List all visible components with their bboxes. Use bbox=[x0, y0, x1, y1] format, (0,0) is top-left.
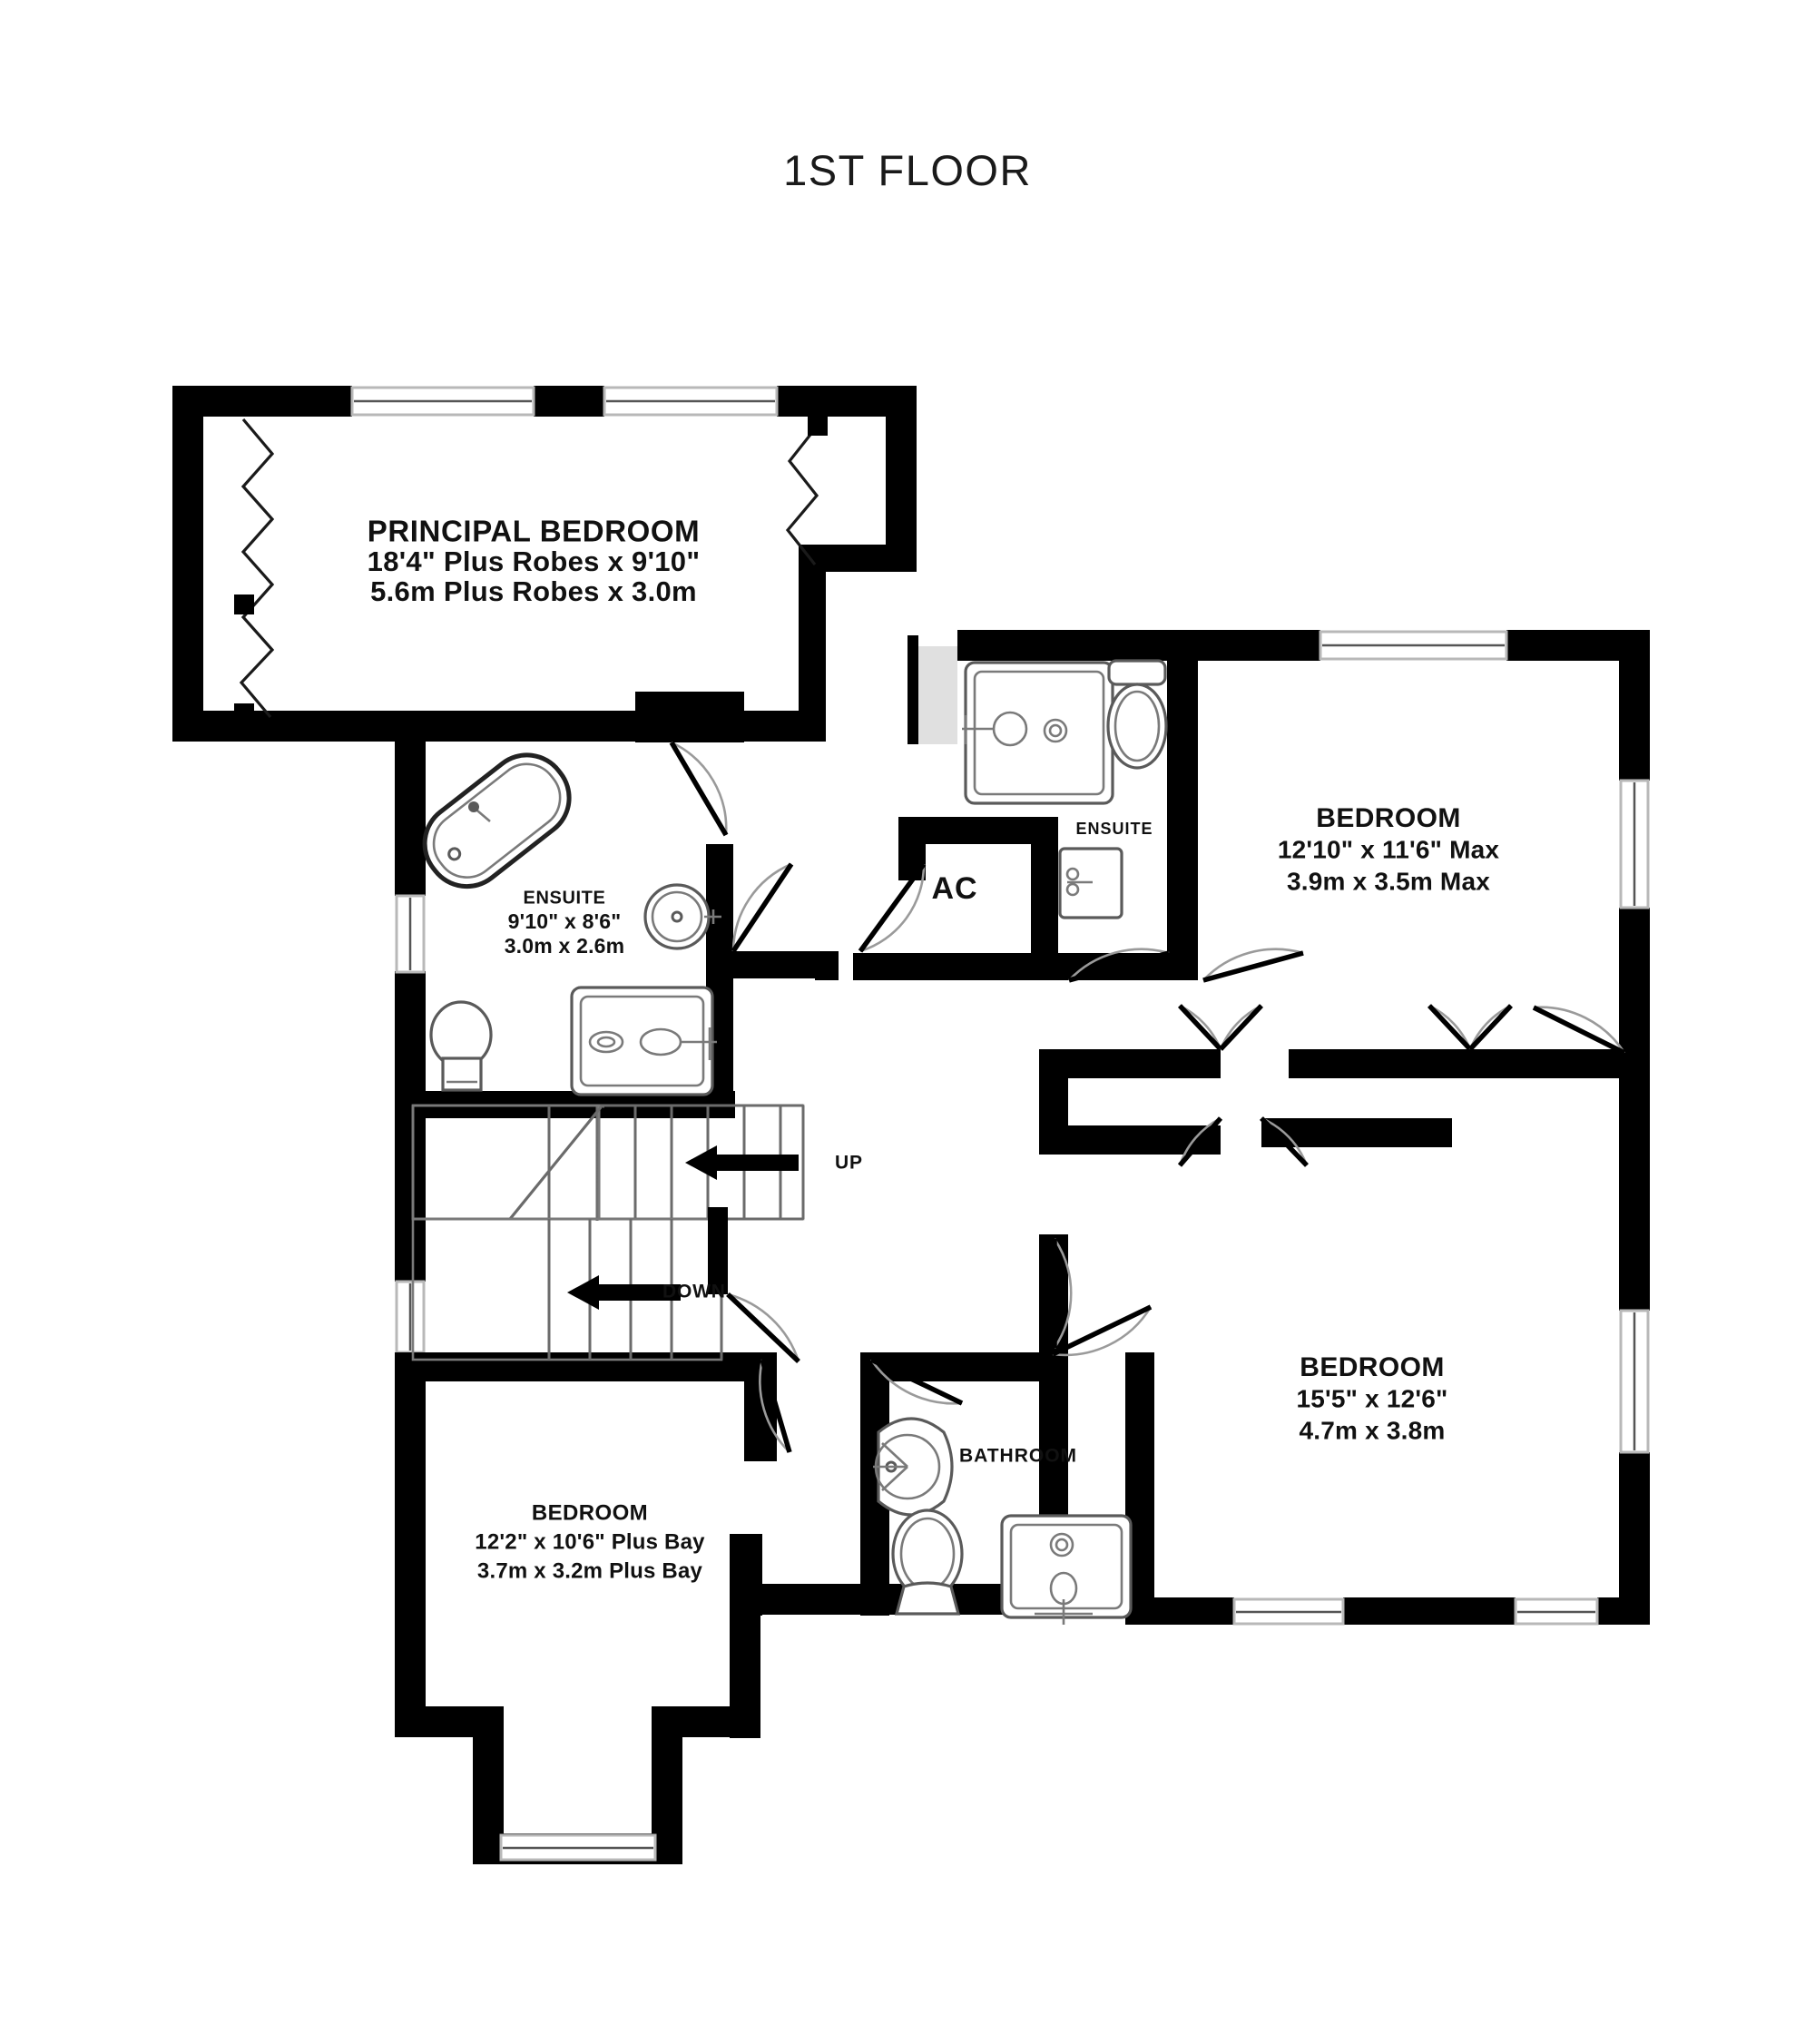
bedroom-top-right-label: BEDROOM 12'10" x 11'6" Max 3.9m x 3.5m M… bbox=[1278, 803, 1500, 895]
bedroom-bottom-right-dim-imperial: 15'5" x 12'6" bbox=[1296, 1384, 1447, 1412]
shower-tray-icon-ensuite-main bbox=[570, 986, 717, 1096]
bedroom-bottom-left-walls bbox=[395, 1352, 777, 1616]
bedroom-bottom-left-name: BEDROOM bbox=[532, 1500, 648, 1525]
wall-connector-left bbox=[908, 635, 918, 744]
door-ensuite-main bbox=[731, 862, 794, 953]
wardrobe-doors-left-icon bbox=[234, 418, 275, 731]
stairs-up-label: UP bbox=[835, 1153, 863, 1174]
toilet-icon-ensuite-main bbox=[429, 1000, 493, 1092]
ensuite-main-dim-metric: 3.0m x 2.6m bbox=[505, 934, 625, 958]
door-ensuite-second bbox=[1068, 948, 1170, 983]
bedroom-bottom-right-dim-metric: 4.7m x 3.8m bbox=[1300, 1416, 1446, 1444]
wash-basin-icon-ensuite-second bbox=[1058, 847, 1123, 919]
bedroom-top-right-dim-metric: 3.9m x 3.5m Max bbox=[1287, 867, 1490, 895]
bedroom-bottom-right-name: BEDROOM bbox=[1300, 1352, 1444, 1382]
ensuite-main-name: ENSUITE bbox=[524, 888, 606, 908]
bedroom-bottom-left-label: BEDROOM 12'2" x 10'6" Plus Bay 3.7m x 3.… bbox=[475, 1500, 705, 1583]
window-bottom-right-a bbox=[1232, 1597, 1345, 1626]
window-right-upper bbox=[1619, 779, 1650, 909]
stairs-down-label: DOWN bbox=[662, 1282, 726, 1302]
wardrobe-swings-top-right bbox=[1177, 1004, 1514, 1167]
bedroom-bottom-left-dim-imperial: 12'2" x 10'6" Plus Bay bbox=[475, 1529, 705, 1554]
window-bottom-right-b bbox=[1514, 1597, 1599, 1626]
bedroom-bottom-right-label: BEDROOM 15'5" x 12'6" 4.7m x 3.8m bbox=[1296, 1352, 1447, 1444]
door-bedroom-bottom-right bbox=[1051, 1238, 1153, 1357]
bedroom-top-right-walls bbox=[1039, 1049, 1650, 1155]
bath-tap-icon bbox=[468, 801, 491, 822]
wardrobe-doors-right-icon bbox=[785, 416, 828, 565]
ensuite-main-dim-imperial: 9'10" x 8'6" bbox=[508, 909, 622, 933]
door-ac-cupboard bbox=[858, 862, 927, 953]
door-bathroom bbox=[869, 1357, 964, 1406]
main-outer-walls bbox=[395, 630, 1650, 1864]
window-principal-top-left bbox=[350, 386, 535, 417]
principal-bedroom-dim-imperial: 18'4" Plus Robes x 9'10" bbox=[368, 545, 701, 577]
stairs-down-arrow-icon bbox=[567, 1275, 681, 1310]
wash-basin-round-icon bbox=[643, 883, 721, 950]
toilet-icon-ensuite-second bbox=[1106, 659, 1168, 770]
window-right-lower bbox=[1619, 1309, 1650, 1454]
door-right-interior bbox=[1532, 1005, 1626, 1056]
window-principal-top-right bbox=[603, 386, 779, 417]
ensuite-main-label: ENSUITE 9'10" x 8'6" 3.0m x 2.6m bbox=[505, 888, 625, 958]
principal-bedroom-label: PRINCIPAL BEDROOM 18'4" Plus Robes x 9'1… bbox=[368, 515, 701, 607]
toilet-icon-bathroom bbox=[891, 1508, 964, 1616]
page-title: 1ST FLOOR bbox=[783, 146, 1032, 194]
bedroom-top-right-dim-imperial: 12'10" x 11'6" Max bbox=[1278, 835, 1500, 863]
window-bay-bottom bbox=[499, 1833, 657, 1862]
ac-cupboard-label: AC bbox=[931, 871, 977, 906]
ensuite-second-label: ENSUITE bbox=[1075, 820, 1153, 838]
door-landing bbox=[726, 1292, 800, 1363]
principal-bedroom-name: PRINCIPAL BEDROOM bbox=[368, 515, 701, 548]
bedroom-top-right-name: BEDROOM bbox=[1316, 803, 1460, 833]
window-left-lower bbox=[395, 1280, 426, 1354]
door-principal-bedroom bbox=[669, 741, 729, 837]
window-left-upper bbox=[395, 894, 426, 974]
shower-tray-icon-bathroom bbox=[1000, 1514, 1133, 1625]
bathroom-label: BATHROOM bbox=[959, 1446, 1077, 1467]
principal-bedroom-walls bbox=[172, 386, 917, 742]
principal-bedroom-dim-metric: 5.6m Plus Robes x 3.0m bbox=[370, 575, 697, 607]
hallway-walls bbox=[815, 951, 839, 980]
bedroom-bottom-left-dim-metric: 3.7m x 3.2m Plus Bay bbox=[477, 1558, 703, 1583]
ensuite-second-walls bbox=[815, 630, 1198, 980]
stairs-up-arrow-icon bbox=[685, 1145, 799, 1180]
bathroom-walls bbox=[860, 1352, 1154, 1616]
staircase bbox=[411, 1104, 805, 1361]
window-topright bbox=[1319, 630, 1508, 661]
shower-tray-icon-ensuite-second bbox=[962, 661, 1114, 805]
wash-basin-round-icon-bathroom bbox=[873, 1417, 954, 1517]
bath-tub-icon bbox=[422, 752, 572, 889]
door-bedroom-bottom-left bbox=[759, 1359, 792, 1453]
door-bedroom-top-right bbox=[1202, 948, 1304, 983]
